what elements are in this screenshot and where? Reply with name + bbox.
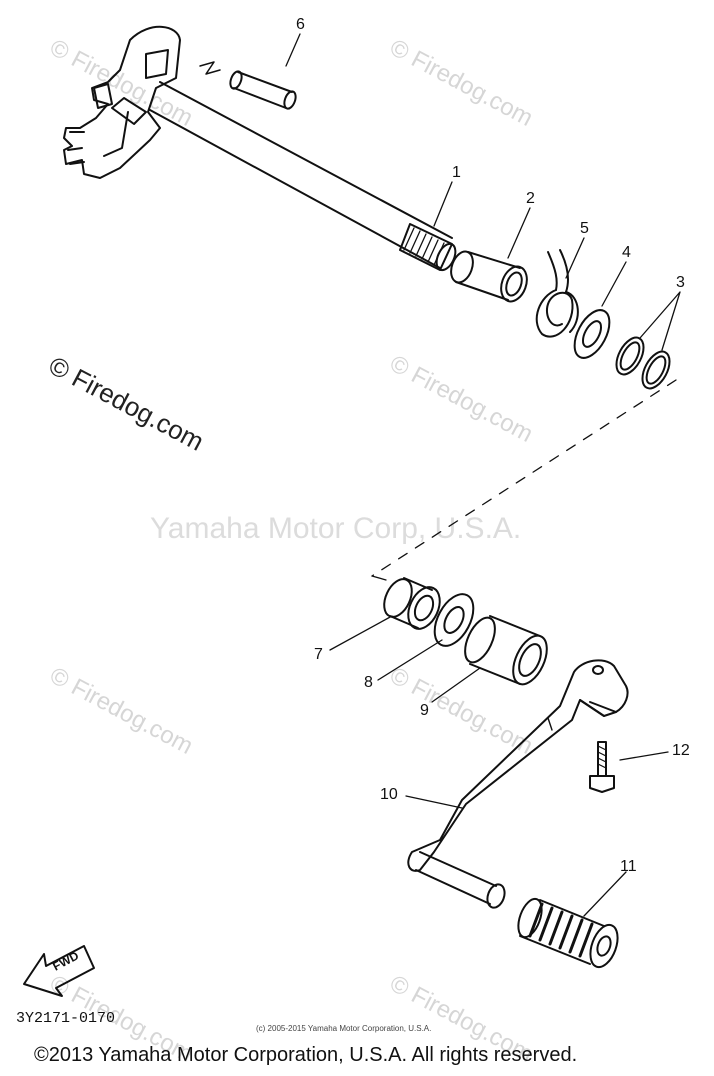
flat-washer [433,593,475,647]
callout-11: 11 [620,858,637,875]
callout-2: 2 [526,190,535,207]
assembly-line [371,379,677,577]
circlips [615,336,671,390]
callout-7: 7 [314,646,323,663]
callout-6: 6 [296,16,305,33]
part-code: 3Y2171-0170 [16,1010,116,1027]
collar [450,250,528,303]
return-spring [535,249,579,338]
pin [199,61,297,110]
callout-9: 9 [420,702,429,719]
bearing [383,577,441,630]
center-watermark: Yamaha Motor Corp, U.S.A. [150,512,522,545]
washer [573,309,611,359]
leader-lines [285,33,681,917]
footer-copyright: ©2013 Yamaha Motor Corporation, U.S.A. A… [34,1044,578,1066]
bushing [464,615,548,686]
callout-5: 5 [580,220,589,237]
fwd-arrow-icon [23,945,95,997]
shift-pedal [407,659,629,909]
shift-shaft [63,25,457,272]
callout-8: 8 [364,674,373,691]
callout-12: 12 [672,742,690,759]
callout-3: 3 [676,274,685,291]
callout-10: 10 [380,786,398,803]
callout-4: 4 [622,244,631,261]
small-copyright: (c) 2005-2015 Yamaha Motor Corporation, … [256,1024,432,1033]
pedal-rubber [517,897,619,969]
callout-1: 1 [452,164,461,181]
bolt [589,741,615,793]
